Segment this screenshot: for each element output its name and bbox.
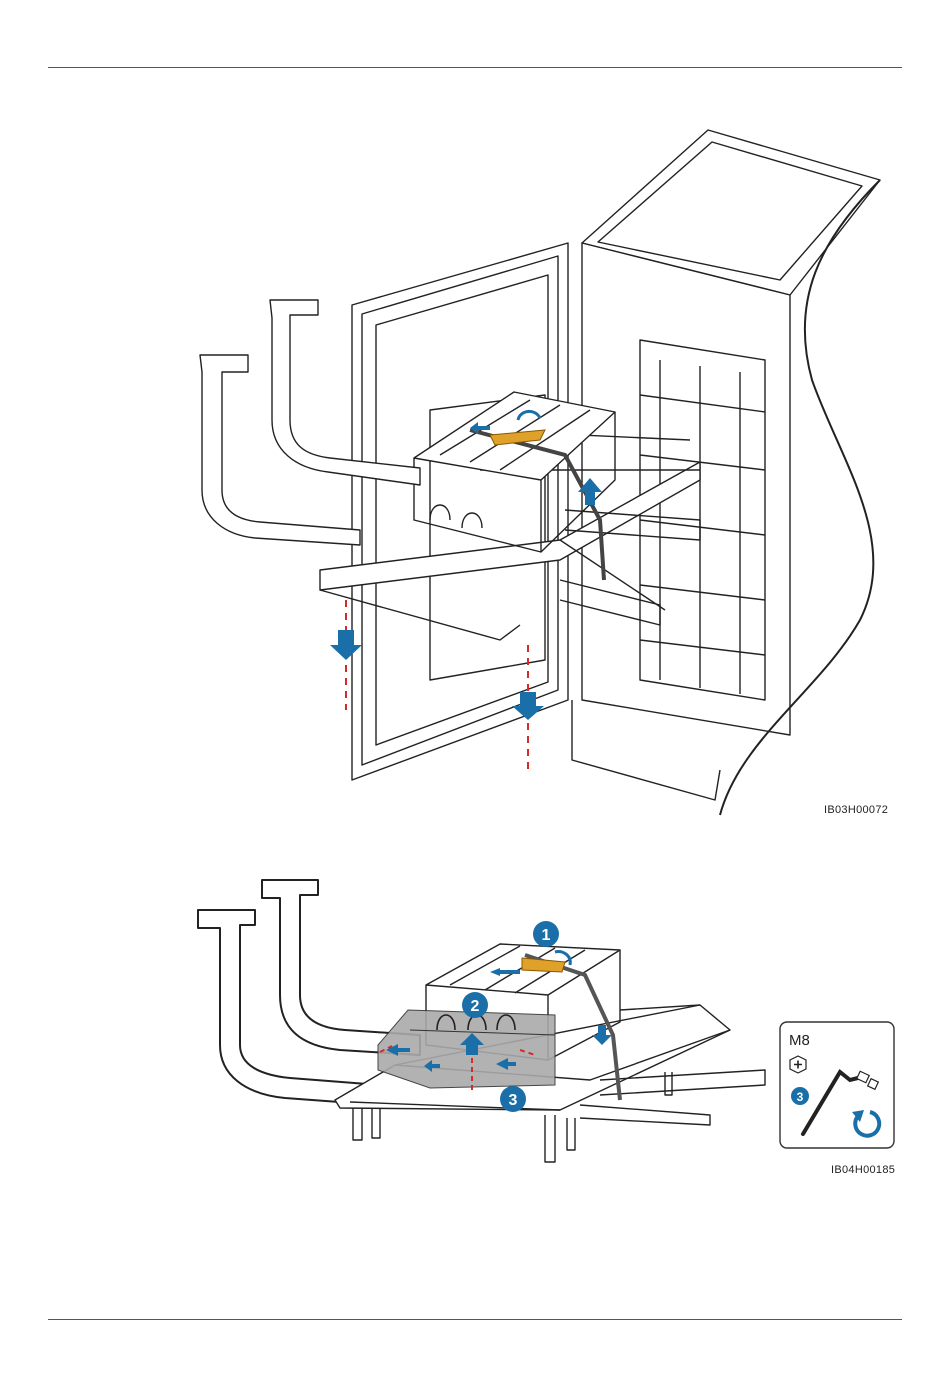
tool-panel: M8 3: [778, 1020, 898, 1150]
svg-text:2: 2: [471, 998, 480, 1015]
step-badge-2: 2: [462, 992, 488, 1018]
cross-recess-bolt-icon: [790, 1056, 806, 1073]
step-badge-3: 3: [500, 1086, 526, 1112]
bolt-size-label: M8: [789, 1032, 810, 1049]
svg-text:3: 3: [797, 1090, 804, 1104]
header-rule: [48, 67, 902, 68]
step-3-badge: 3: [791, 1087, 809, 1105]
figure2-code: IB04H00185: [831, 1164, 895, 1176]
svg-text:3: 3: [509, 1092, 518, 1109]
svg-text:1: 1: [542, 927, 551, 944]
figure1-code: IB03H00072: [824, 804, 888, 816]
footer-rule: [48, 1319, 902, 1320]
step-badge-1: 1: [533, 921, 559, 947]
figure-module-removal: 1 2 3: [190, 870, 770, 1170]
figure-cabinet-installation: [190, 125, 900, 825]
